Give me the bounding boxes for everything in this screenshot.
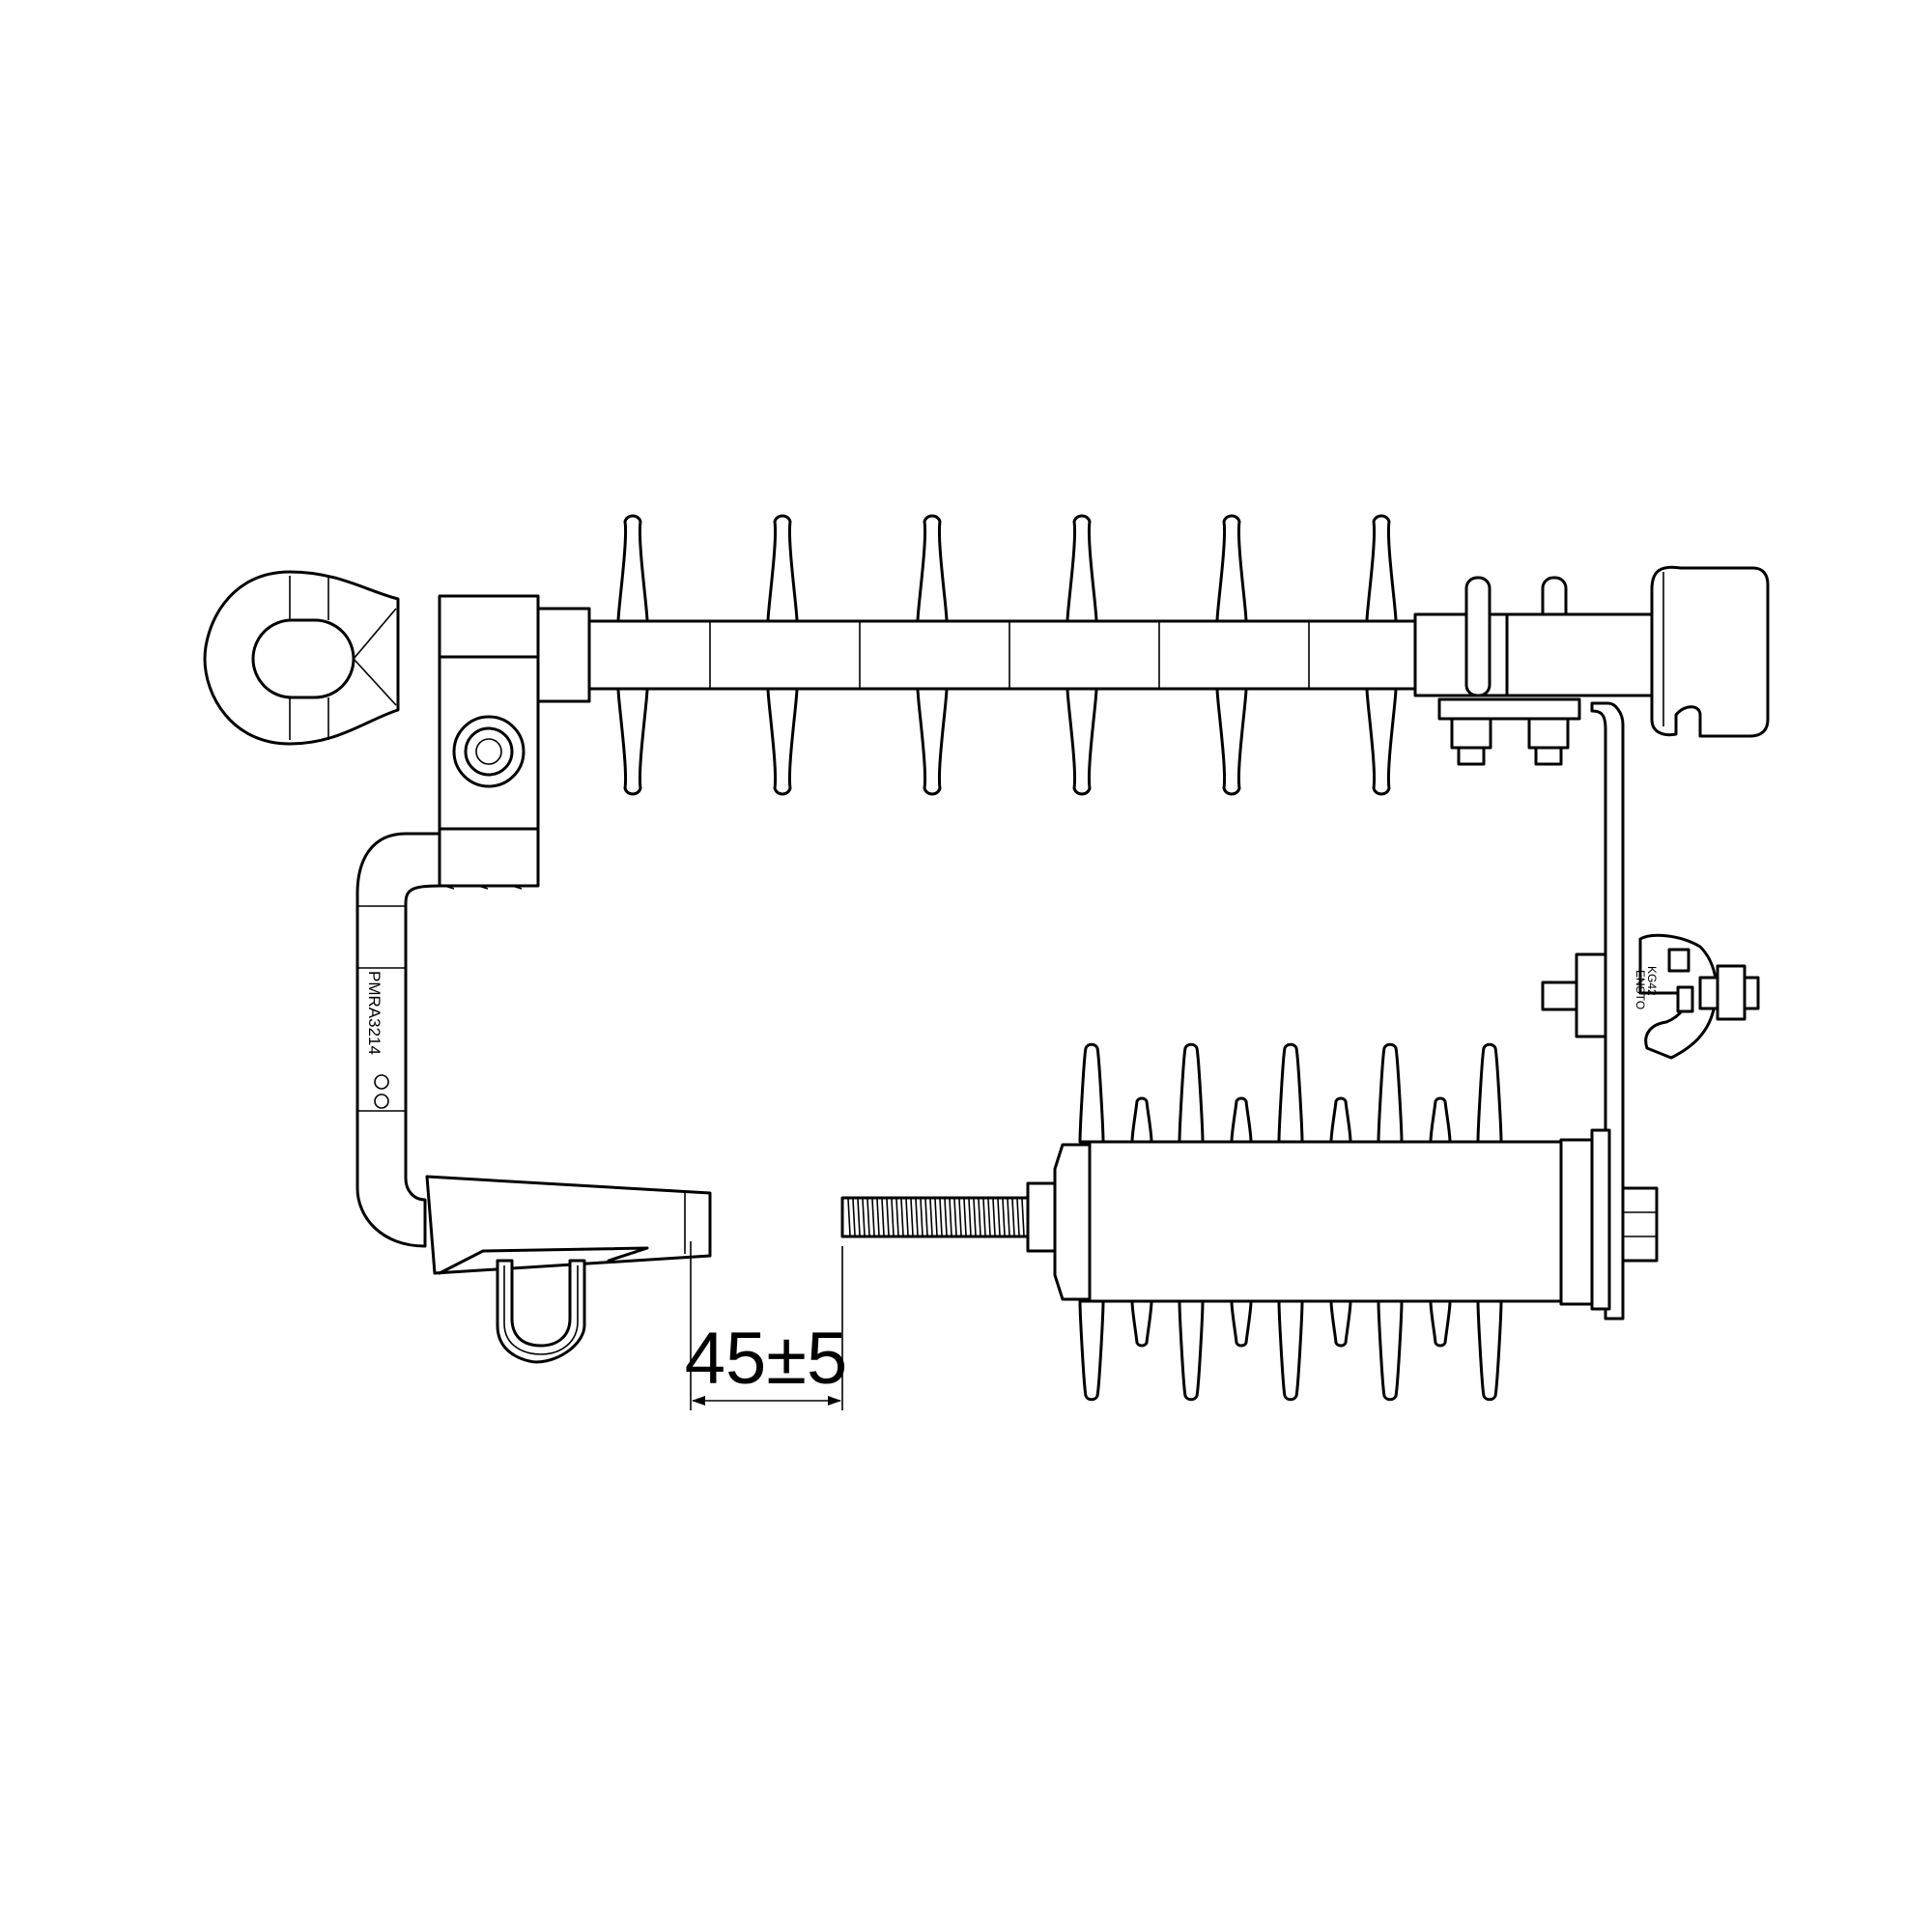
arrester-shed-small-bottom (1130, 1299, 1153, 1348)
insulator-shed-top (1065, 514, 1098, 623)
arrester-arm (1590, 701, 1625, 1321)
insulator-shed-bottom (1065, 687, 1098, 796)
thread-line (895, 1198, 899, 1236)
thread-line (915, 1198, 919, 1236)
base-nut (1621, 1186, 1659, 1263)
thread-line (953, 1198, 957, 1236)
gap-dimension: 45±5 (685, 1241, 848, 1410)
thread-line (992, 1198, 996, 1236)
clamp-maker-label: ENSTO (1634, 970, 1647, 1009)
insulator-shed-top (1365, 514, 1398, 623)
insulator-sheds (616, 514, 1398, 796)
thread-line (886, 1198, 890, 1236)
arrester-shed-large-bottom (1178, 1299, 1205, 1402)
arrester-shed-large-bottom (1377, 1299, 1404, 1402)
insulator-shed-bottom (766, 687, 799, 796)
thread-line (949, 1198, 952, 1236)
gap-electrode (425, 1175, 712, 1364)
thread-line (905, 1198, 909, 1236)
thread-line (968, 1198, 972, 1236)
arrester-shed-small-bottom (1429, 1299, 1452, 1348)
thread-line (934, 1198, 938, 1236)
thread-line (847, 1198, 851, 1236)
dimension-label: 45±5 (685, 1318, 848, 1400)
thread-line (973, 1198, 977, 1236)
thread-line (978, 1198, 981, 1236)
thread-line (944, 1198, 948, 1236)
thread-line (924, 1198, 928, 1236)
arrester-shed-large-top (1178, 1042, 1205, 1144)
insulator-shed-bottom (1215, 687, 1248, 796)
eye-end-fitting (203, 570, 400, 746)
insulator-core-rod (587, 619, 1417, 691)
arrester-shed-small-top (1230, 1096, 1253, 1144)
thread-line (910, 1198, 914, 1236)
clamp-code-label: KG42 (1645, 966, 1659, 996)
thread-line (862, 1198, 866, 1236)
insulator-shed-top (616, 514, 649, 623)
surge-arrester (840, 1042, 1659, 1402)
thread-line (939, 1198, 943, 1236)
arrester-sheds (1078, 1042, 1503, 1402)
arrester-shed-small-top (1329, 1096, 1352, 1144)
arrester-shed-large-bottom (1277, 1299, 1304, 1402)
thread-line (857, 1198, 861, 1236)
arrester-shed-large-top (1078, 1042, 1105, 1144)
insulator-shed-top (766, 514, 799, 623)
kg42-clamp: KG42 ENSTO (1541, 933, 1760, 1060)
line-end-fitting (1413, 565, 1770, 738)
stud-nut (1026, 1181, 1057, 1253)
arrester-shed-large-bottom (1078, 1299, 1105, 1402)
arrester-shed-large-top (1377, 1042, 1404, 1144)
arrester-shed-small-bottom (1230, 1299, 1253, 1348)
arrester-shed-small-bottom (1329, 1299, 1352, 1348)
suspension-insulator (203, 514, 1770, 890)
insulator-shed-top (916, 514, 949, 623)
thread-line (1016, 1198, 1020, 1236)
arrester-shed-large-bottom (1476, 1299, 1503, 1402)
thread-line (963, 1198, 967, 1236)
thread-line (982, 1198, 986, 1236)
insulator-shed-top (1215, 514, 1248, 623)
thread-line (900, 1198, 904, 1236)
insulator-shed-bottom (916, 687, 949, 796)
thread-line (920, 1198, 923, 1236)
thread-line (871, 1198, 875, 1236)
thread-line (1021, 1198, 1025, 1236)
bracket-clamp-block (438, 594, 591, 890)
bracket-marking: PMRA3214 (365, 971, 384, 1055)
fitting-bolts (1437, 697, 1581, 766)
mounting-bracket: PMRA3214 (355, 832, 441, 1248)
threaded-stud (840, 1196, 1030, 1238)
arrester-shed-small-top (1429, 1096, 1452, 1144)
insulator-shed-bottom (616, 687, 649, 796)
thread-line (881, 1198, 885, 1236)
thread-line (958, 1198, 962, 1236)
thread-line (891, 1198, 895, 1236)
insulator-shed-bottom (1365, 687, 1398, 796)
thread-line (1007, 1198, 1010, 1236)
arrester-shed-large-top (1476, 1042, 1503, 1144)
thread-line (867, 1198, 870, 1236)
thread-line (1002, 1198, 1006, 1236)
thread-line (1011, 1198, 1015, 1236)
thread-line (997, 1198, 1001, 1236)
thread-line (852, 1198, 856, 1236)
thread-line (987, 1198, 991, 1236)
arrester-shed-large-top (1277, 1042, 1304, 1144)
arrester-shed-small-top (1130, 1096, 1153, 1144)
arrester-housing-core (1088, 1140, 1563, 1303)
thread-line (929, 1198, 933, 1236)
thread-line (876, 1198, 880, 1236)
